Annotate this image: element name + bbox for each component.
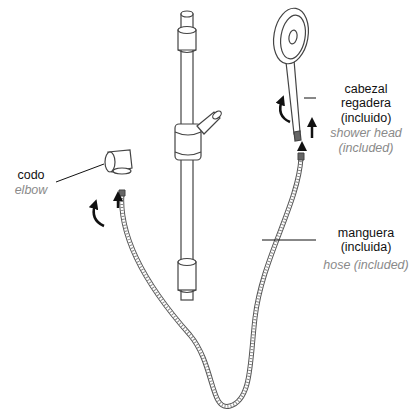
part-label: manguera (incluida) — [318, 226, 414, 255]
part-label: codo — [6, 168, 56, 182]
slide-bar — [175, 11, 223, 300]
shower-head — [269, 5, 312, 141]
part-label-english: shower head (included) — [318, 126, 414, 155]
assembly-arrows — [94, 100, 312, 226]
part-label-english: elbow — [6, 183, 56, 197]
elbow-fitting — [105, 150, 132, 174]
hose — [119, 153, 304, 407]
leader-lines — [56, 98, 316, 240]
part-label: cabezal regadera (incluido) — [318, 82, 414, 125]
part-label-english: hose (included) — [318, 258, 414, 272]
